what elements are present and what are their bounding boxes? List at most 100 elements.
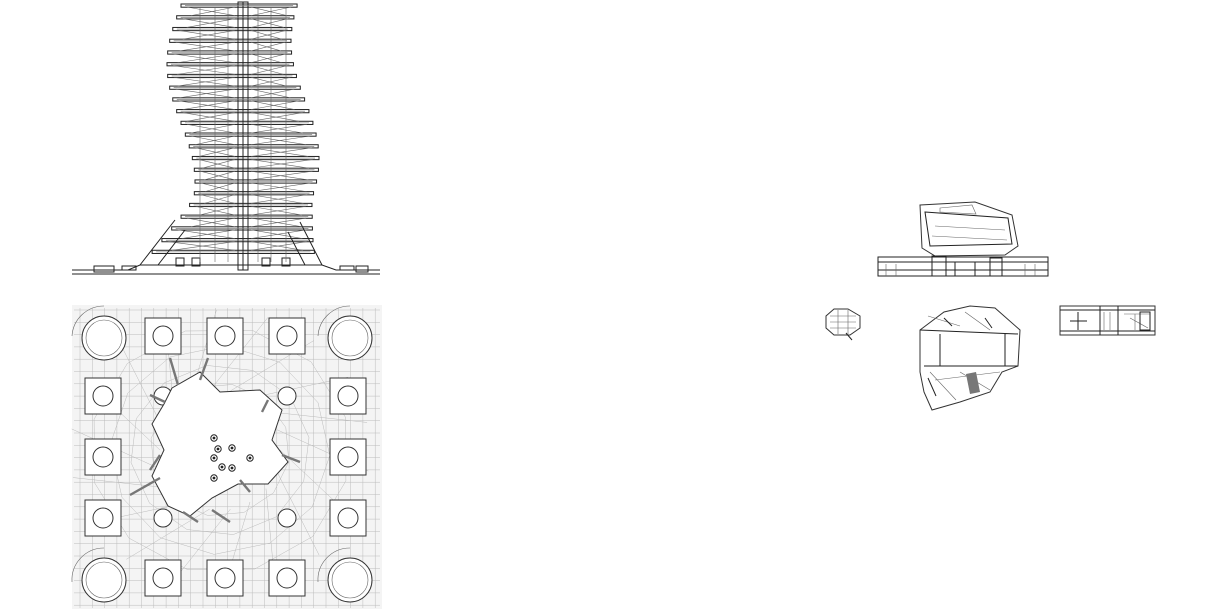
brace <box>250 65 284 75</box>
brace <box>200 182 236 192</box>
atrium-strut <box>198 357 210 381</box>
brace <box>250 18 284 28</box>
brace <box>177 229 236 239</box>
brace <box>182 112 236 122</box>
base-block <box>93 265 115 273</box>
corner-column <box>81 557 127 603</box>
brace <box>250 135 311 146</box>
brace <box>182 30 236 40</box>
brace <box>250 206 303 216</box>
atrium-column <box>210 434 218 442</box>
inner-column <box>153 508 173 528</box>
floor-slab <box>161 238 314 243</box>
atrium-column-core <box>230 446 234 450</box>
base-legs <box>139 219 323 266</box>
brace <box>250 77 291 87</box>
side-column <box>337 385 359 407</box>
atrium-column <box>210 454 218 462</box>
side-column <box>92 385 114 407</box>
side-column <box>337 507 359 529</box>
brace <box>250 194 304 204</box>
side-column <box>152 567 174 589</box>
brace <box>250 53 282 63</box>
brace <box>250 88 295 99</box>
corner-column <box>327 315 373 361</box>
brace <box>250 53 286 63</box>
brace <box>250 30 286 40</box>
atrium-column <box>210 474 218 482</box>
brace <box>175 88 236 99</box>
brace <box>177 77 236 87</box>
brace <box>175 41 236 52</box>
floor-slab <box>176 15 295 20</box>
floor-slabs <box>151 3 320 262</box>
atrium-column <box>228 464 236 472</box>
brace <box>173 53 236 63</box>
side-column <box>276 567 298 589</box>
atrium-columns <box>210 434 254 482</box>
inner-column <box>277 386 297 406</box>
base-block <box>175 257 185 267</box>
brace <box>204 170 236 181</box>
ground-line <box>72 264 380 275</box>
side-column <box>152 325 174 347</box>
base-block <box>339 265 355 271</box>
brace <box>195 135 236 146</box>
brace <box>200 170 236 181</box>
corner-column-inner <box>85 561 123 599</box>
floor-slab <box>169 38 292 43</box>
atrium-column-core <box>212 456 216 460</box>
brace <box>250 18 288 28</box>
diagonal-bracing <box>167 6 314 251</box>
atrium-column-core <box>230 466 234 470</box>
atrium-strut <box>260 399 270 413</box>
atrium-column-core <box>212 476 216 480</box>
atrium-strut <box>281 453 301 464</box>
atrium-strut <box>149 454 161 471</box>
floor-slab <box>180 214 313 219</box>
brace <box>250 217 303 228</box>
brace <box>173 77 236 87</box>
octagon-plan <box>825 308 861 341</box>
brace <box>190 217 236 228</box>
floor-slab <box>180 120 314 125</box>
diagonal-grid-line <box>126 508 210 560</box>
brace <box>176 65 236 75</box>
base-block <box>261 257 271 267</box>
brace <box>177 53 236 63</box>
brace <box>200 194 236 204</box>
ring-grid <box>93 330 347 570</box>
brace <box>250 6 292 17</box>
brace <box>199 206 236 216</box>
brace <box>250 182 307 192</box>
atrium-struts <box>129 357 301 523</box>
brace <box>250 182 311 192</box>
brace <box>250 194 308 204</box>
corner-arc <box>317 547 351 583</box>
floor-slab <box>193 167 319 172</box>
brace <box>179 88 236 99</box>
atrium-column <box>214 445 222 453</box>
brace <box>178 30 236 40</box>
base-block <box>355 265 369 273</box>
floor-slab <box>172 97 306 102</box>
brace <box>186 6 236 17</box>
brace <box>191 135 236 146</box>
atrium-strut <box>129 476 161 497</box>
tower-floor-plan <box>71 305 382 609</box>
brace <box>186 123 236 134</box>
floor-slab <box>171 226 313 231</box>
brace <box>250 88 291 99</box>
brace <box>250 159 310 169</box>
brace <box>250 170 309 181</box>
base-block <box>121 265 137 271</box>
brace <box>250 100 295 110</box>
ring-grid <box>130 365 310 535</box>
side-column <box>214 567 236 589</box>
atrium-void <box>151 371 289 517</box>
brace <box>195 206 236 216</box>
brace <box>195 147 236 157</box>
brace <box>250 229 303 239</box>
building-floor-plan <box>919 305 1021 411</box>
corner-arc <box>317 305 351 337</box>
